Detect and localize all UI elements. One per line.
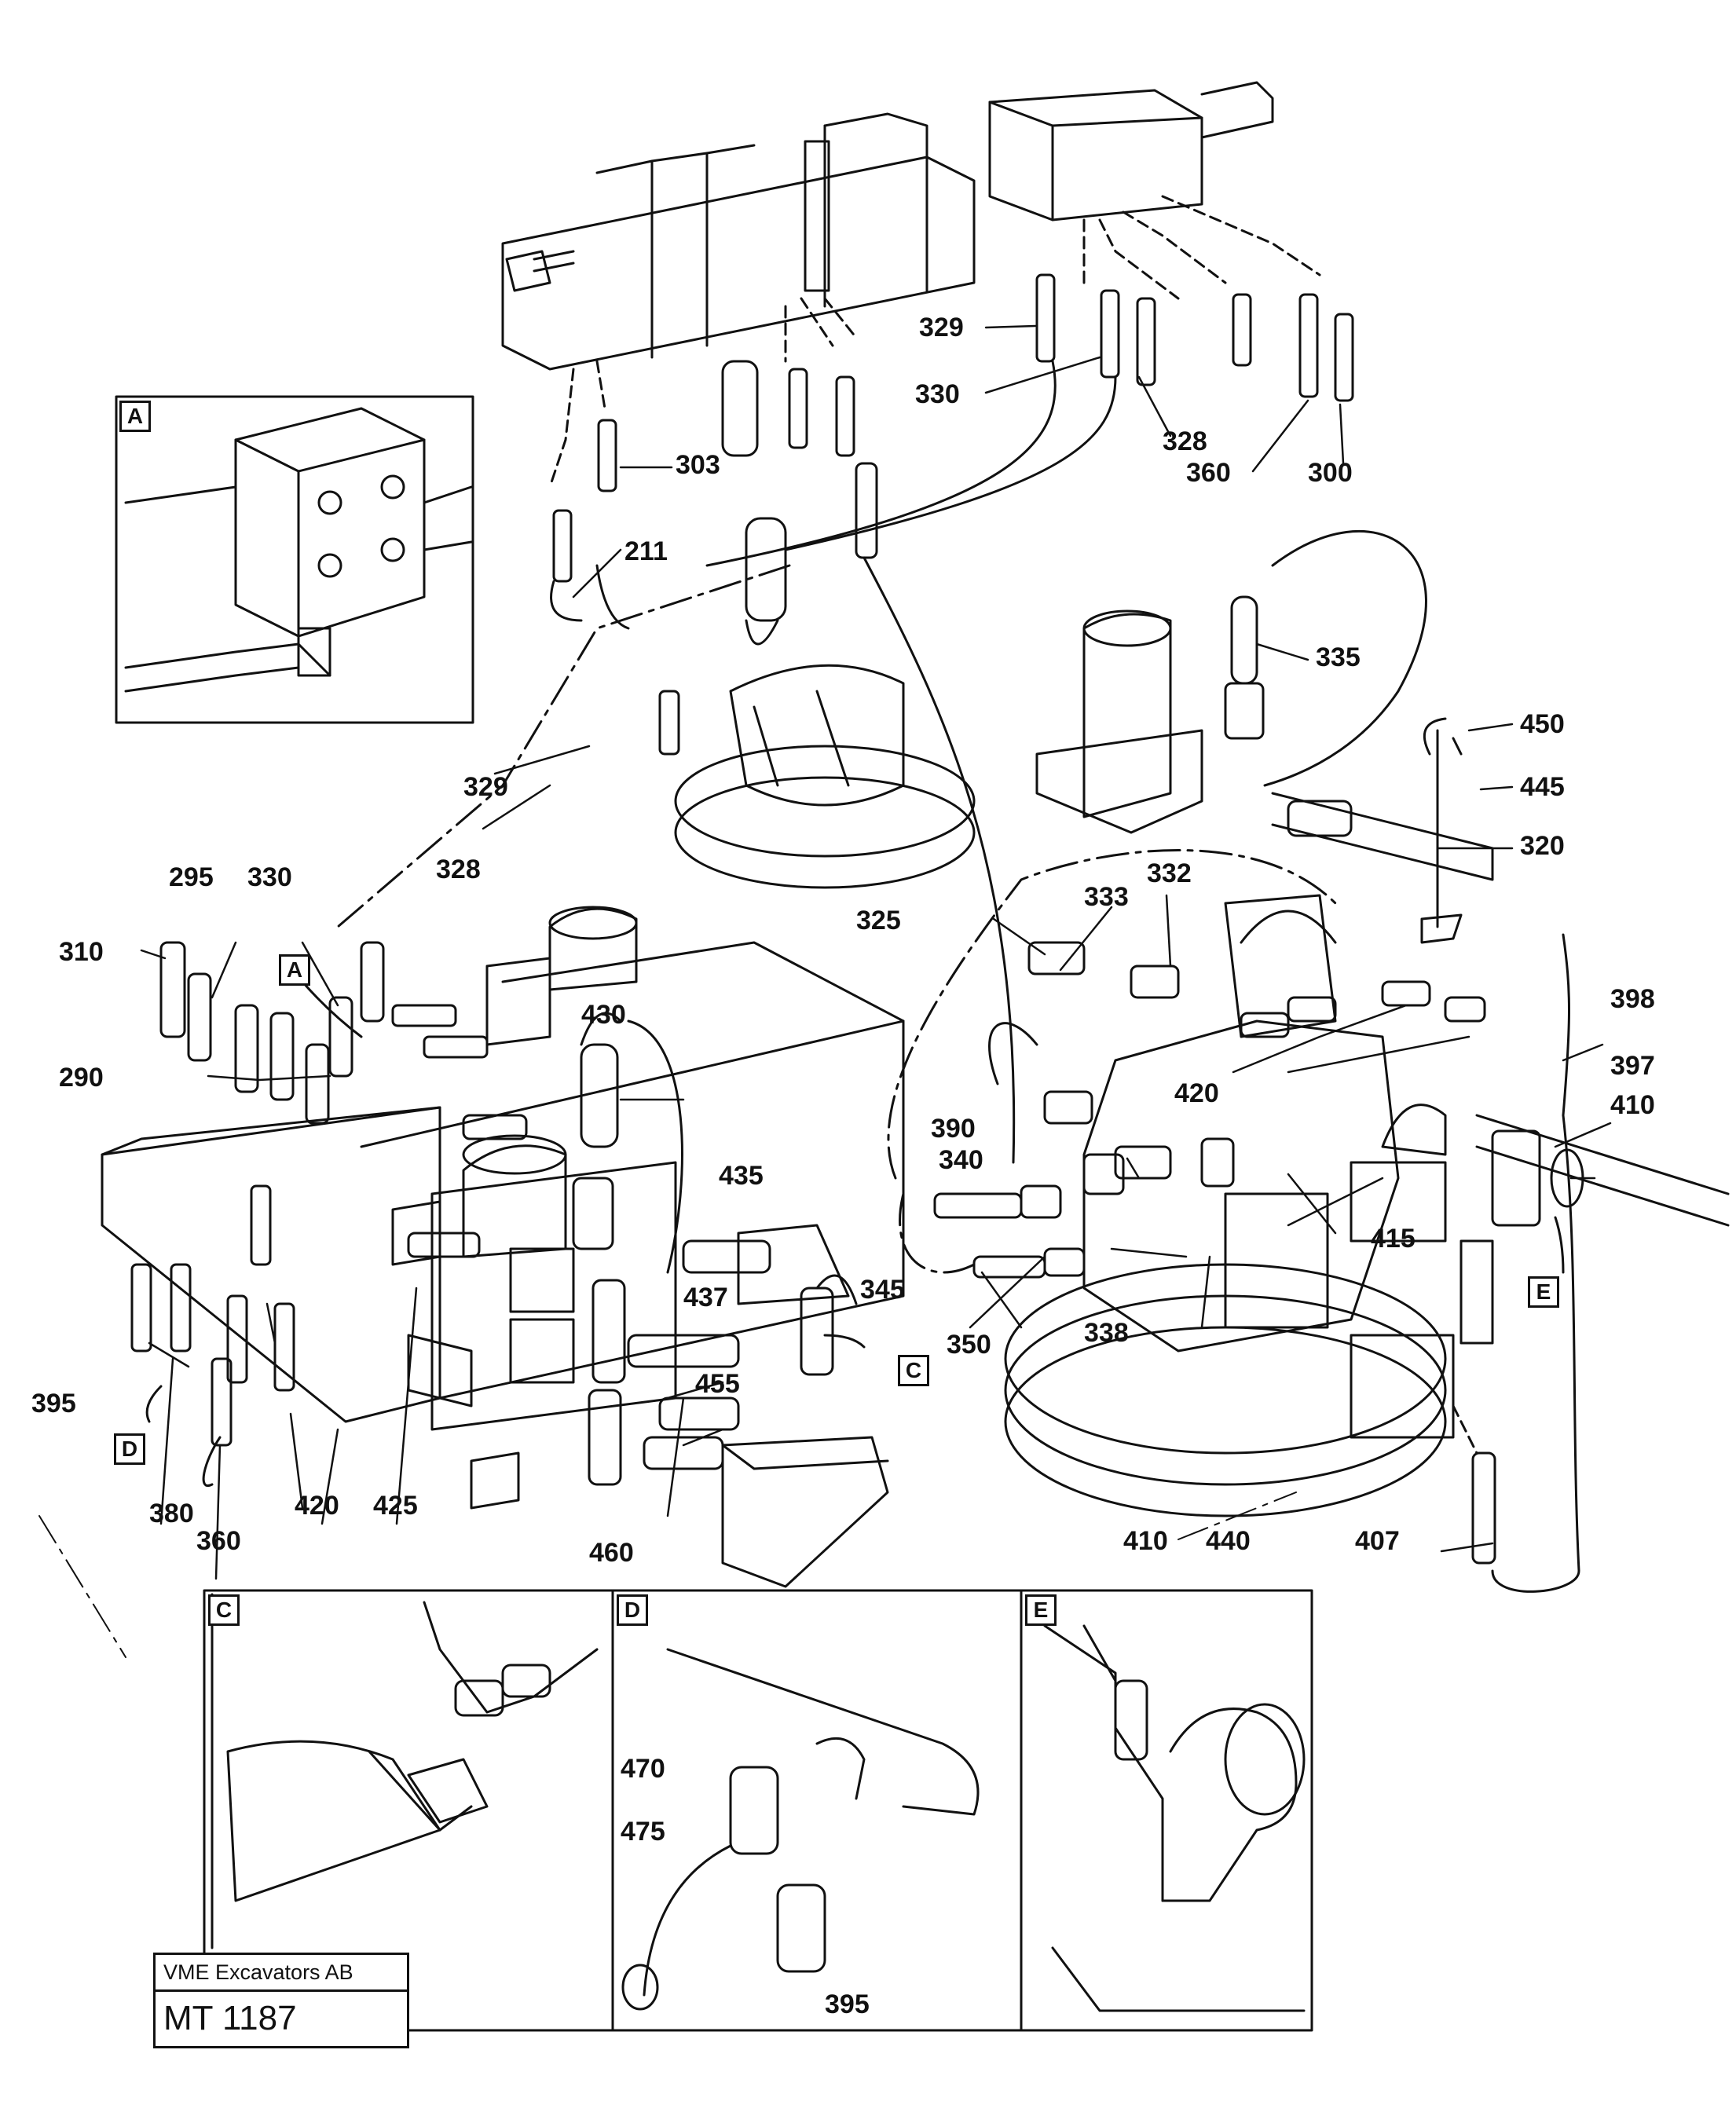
- part-label-329-b: 329: [463, 772, 508, 802]
- part-label-390: 390: [931, 1114, 976, 1144]
- right-machine-base: [1004, 894, 1730, 1593]
- part-label-410-b: 410: [1123, 1526, 1168, 1556]
- part-label-333: 333: [1084, 882, 1129, 912]
- part-label-395-b: 395: [825, 1989, 870, 2019]
- view-marker-a: A: [279, 954, 310, 986]
- part-label-415: 415: [1371, 1224, 1416, 1254]
- part-label-397: 397: [1610, 1051, 1655, 1081]
- part-label-450: 450: [1520, 709, 1565, 739]
- leader-lines: [140, 324, 1612, 1580]
- part-label-360: 360: [1186, 458, 1231, 488]
- part-label-435: 435: [719, 1161, 764, 1191]
- part-label-329: 329: [919, 313, 964, 342]
- part-label-295: 295: [169, 862, 214, 892]
- part-label-360-b: 360: [196, 1526, 241, 1556]
- part-label-328-b: 328: [436, 855, 481, 884]
- view-marker-c: C: [898, 1355, 929, 1386]
- drawing-reference: MT 1187: [163, 1999, 297, 2037]
- part-label-380: 380: [149, 1499, 194, 1528]
- detail-e-title: E: [1025, 1594, 1057, 1626]
- view-arrows: [145, 980, 1565, 1423]
- upper-right-motor: [1035, 529, 1494, 944]
- part-label-420: 420: [1174, 1078, 1219, 1108]
- detail-a-title: A: [119, 401, 151, 432]
- central-solenoid: [407, 906, 889, 1588]
- part-label-440: 440: [1206, 1526, 1251, 1556]
- mid-hoses: [336, 360, 1016, 1164]
- part-label-345: 345: [860, 1275, 905, 1305]
- view-marker-e: E: [1528, 1276, 1559, 1308]
- upper-right-hoses: [705, 273, 1354, 567]
- view-marker-d: D: [114, 1433, 145, 1465]
- detail-view-a-drawing: [115, 395, 474, 724]
- centre-swivel-upper: [658, 664, 976, 889]
- part-label-325: 325: [856, 906, 901, 935]
- part-label-395: 395: [31, 1389, 76, 1418]
- part-label-455: 455: [695, 1369, 740, 1399]
- part-label-335: 335: [1316, 642, 1361, 672]
- part-label-340: 340: [939, 1145, 983, 1175]
- part-label-410: 410: [1610, 1090, 1655, 1120]
- part-label-470: 470: [621, 1754, 665, 1784]
- part-label-303: 303: [676, 450, 720, 480]
- part-label-330: 330: [915, 379, 960, 409]
- part-label-310: 310: [59, 937, 104, 967]
- upper-valve-block: [501, 81, 1321, 489]
- part-label-211: 211: [624, 536, 668, 566]
- part-label-420-b: 420: [295, 1491, 339, 1521]
- left-valve-group: [101, 941, 905, 1487]
- part-label-475: 475: [621, 1817, 665, 1847]
- right-fittings: [887, 849, 1486, 1279]
- part-label-328: 328: [1163, 426, 1207, 456]
- part-label-437: 437: [683, 1283, 728, 1312]
- part-label-430: 430: [581, 1000, 626, 1030]
- company-name: VME Excavators AB: [156, 1955, 407, 1992]
- part-label-407: 407: [1355, 1526, 1400, 1556]
- part-label-290: 290: [59, 1063, 104, 1093]
- part-label-300: 300: [1308, 458, 1353, 488]
- part-label-320: 320: [1520, 831, 1565, 861]
- detail-d-title: D: [617, 1594, 648, 1626]
- part-label-350: 350: [947, 1330, 991, 1360]
- detail-c-title: C: [208, 1594, 240, 1626]
- part-label-445: 445: [1520, 772, 1565, 802]
- part-label-398: 398: [1610, 984, 1655, 1014]
- part-label-425: 425: [373, 1491, 418, 1521]
- part-label-330-b: 330: [247, 862, 292, 892]
- part-label-332: 332: [1147, 858, 1192, 888]
- part-label-460: 460: [589, 1538, 634, 1568]
- title-block: VME Excavators AB MT 1187: [153, 1953, 409, 2048]
- part-label-338: 338: [1084, 1318, 1129, 1348]
